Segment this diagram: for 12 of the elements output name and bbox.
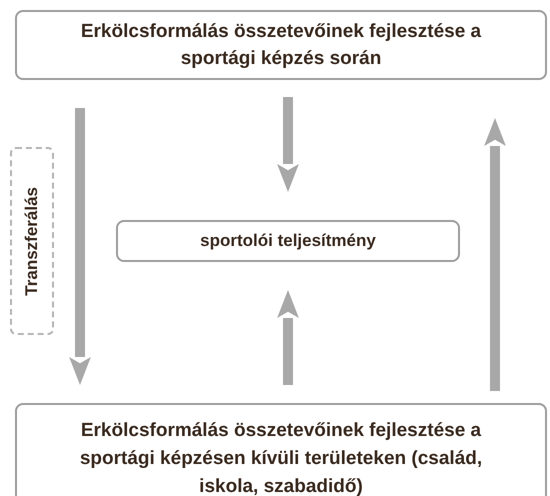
dashed-label-box [10,147,54,335]
arrow [277,290,299,385]
arrow [277,97,299,192]
box-text: Transzferálás [21,186,42,296]
rounded-box [15,10,547,80]
box-text: Erkölcsformálás összetevőinek fejlesztése a sportági képzés során [80,20,482,71]
arrow [69,108,91,385]
box-text: sportolói teljesítmény [200,230,376,252]
rounded-box [15,403,547,496]
box-text: Erkölcsformálás összetevőinek fejlesztése a sportági képzésen kívüli területeken (család, iskola, szabadidő) [78,419,484,496]
rounded-box [116,220,460,262]
arrow [484,118,506,391]
